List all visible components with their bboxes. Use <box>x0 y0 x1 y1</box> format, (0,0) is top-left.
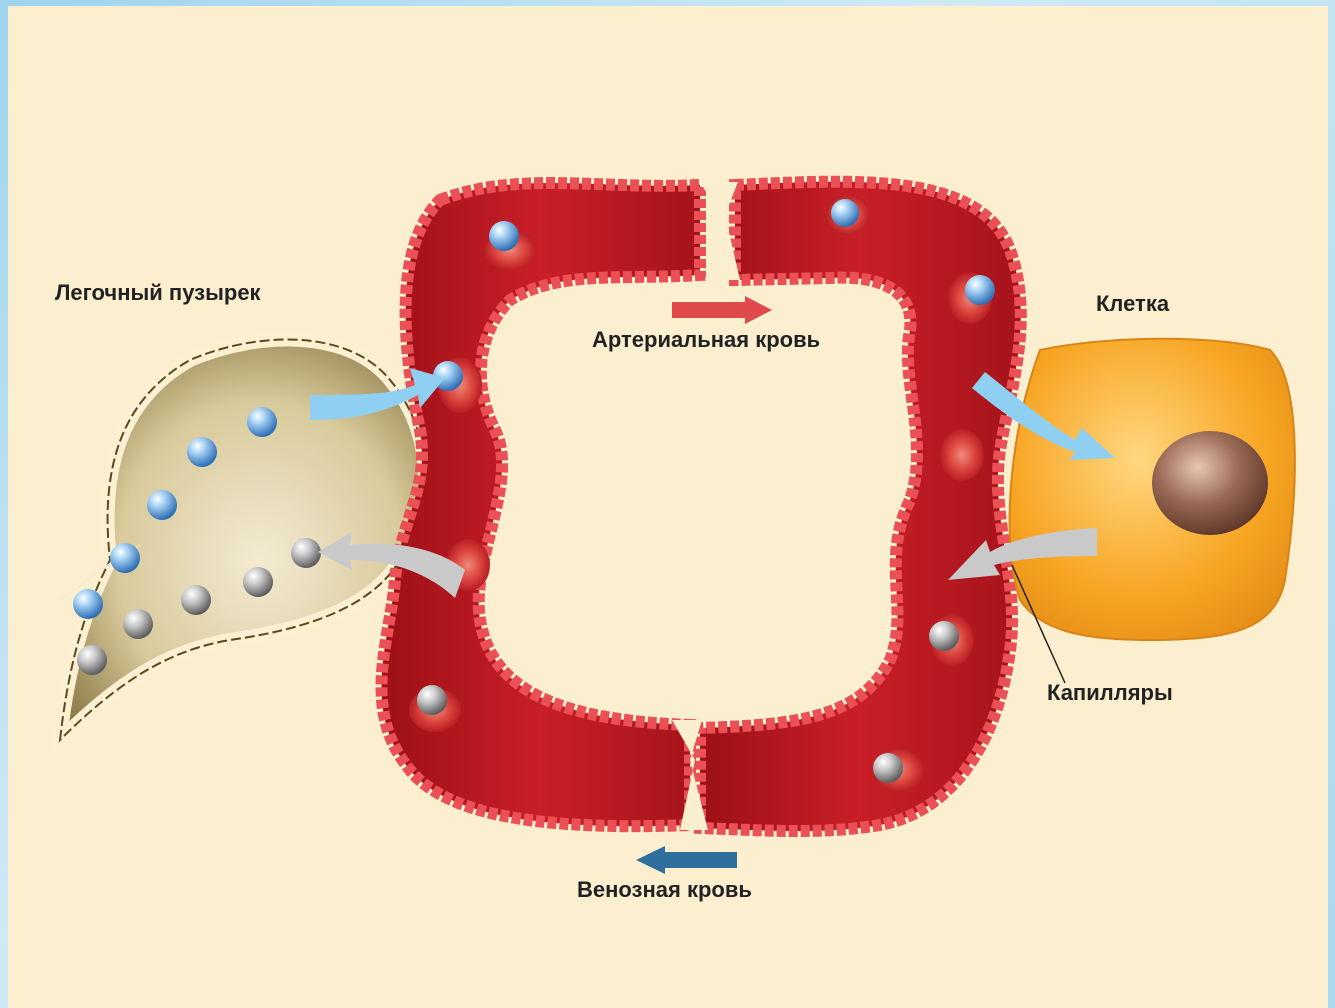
cell <box>1010 339 1295 640</box>
cell-label: Клетка <box>1096 291 1170 316</box>
arterial-flow-arrow <box>672 296 772 324</box>
cell-nucleus <box>1152 431 1268 535</box>
co2-molecule <box>77 645 107 675</box>
venous-flow-arrow <box>636 846 737 874</box>
oxygen-molecule <box>110 543 140 573</box>
oxygen-molecule <box>187 437 217 467</box>
co2-molecule <box>873 753 903 783</box>
oxygen-molecule <box>73 589 103 619</box>
capillaries-label: Капилляры <box>1047 680 1173 705</box>
co2-molecule <box>417 685 447 715</box>
arterial-blood-label: Артериальная кровь <box>592 327 820 352</box>
co2-molecule <box>929 621 959 651</box>
oxygen-molecule <box>489 221 519 251</box>
alveolus-label: Легочный пузырек <box>55 280 262 305</box>
oxygen-molecule <box>247 407 277 437</box>
co2-molecule <box>123 609 153 639</box>
oxygen-molecule <box>831 199 859 227</box>
rbc <box>940 429 984 481</box>
co2-molecule <box>181 585 211 615</box>
co2-molecule <box>243 567 273 597</box>
venous-blood-label: Венозная кровь <box>577 877 752 902</box>
oxygen-molecule <box>147 490 177 520</box>
oxygen-molecule <box>965 275 995 305</box>
co2-molecule <box>291 538 321 568</box>
capillary-loop <box>382 182 1021 831</box>
